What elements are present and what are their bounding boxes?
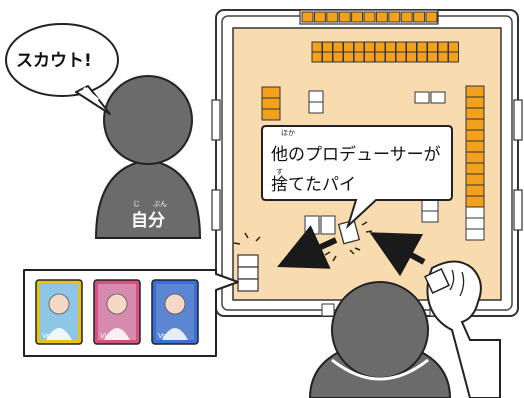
top-wall-tile bbox=[332, 51, 344, 63]
top-wall-tile bbox=[448, 41, 459, 53]
top-rack-tile bbox=[375, 11, 388, 23]
right-wall-tile bbox=[465, 195, 485, 208]
top-wall-tile bbox=[416, 51, 428, 63]
right-wall-tile bbox=[465, 107, 485, 120]
top-rack-tile bbox=[351, 11, 364, 23]
top-wall-tile bbox=[353, 51, 365, 63]
top-rack-tile bbox=[413, 11, 426, 23]
card-panel: Vo Vi Vo bbox=[23, 269, 239, 357]
top-wall-tile bbox=[311, 41, 323, 53]
top-wall-tile bbox=[406, 51, 417, 63]
bottom-player bbox=[308, 281, 452, 398]
top-wall-tile bbox=[364, 51, 375, 63]
top-player-rack bbox=[299, 9, 439, 25]
right-wall-tile bbox=[465, 140, 485, 153]
discard-callout: ほか 他のプロデューサーが す 捨てたパイ bbox=[261, 125, 453, 230]
top-wall-tile bbox=[437, 41, 449, 53]
right-wall-tile bbox=[465, 173, 485, 186]
self-ruby-ji: じ bbox=[133, 200, 140, 208]
card-1: Vo bbox=[35, 279, 83, 345]
right-wall-tile bbox=[465, 96, 485, 109]
card-tag: Vo bbox=[42, 332, 51, 340]
top-wall-tile bbox=[406, 41, 417, 53]
top-wall-tile bbox=[343, 51, 354, 63]
self-label: 自分 bbox=[131, 210, 165, 231]
right-wall-tile bbox=[465, 151, 485, 164]
top-rack-tile bbox=[363, 11, 376, 23]
callout-line1: 他のプロデューサーが bbox=[271, 144, 441, 165]
card-tag: Vi bbox=[100, 332, 107, 340]
top-wall-tile bbox=[353, 41, 365, 53]
top-rack-tile bbox=[301, 11, 314, 23]
top-rack-tile bbox=[338, 11, 351, 23]
card-3: Vo bbox=[151, 279, 199, 345]
callout-ruby-hoka: ほか bbox=[281, 129, 295, 137]
top-wall-tile bbox=[374, 41, 386, 53]
meld-tiles bbox=[233, 232, 261, 292]
card-2: Vi bbox=[93, 279, 141, 345]
player-hand bbox=[424, 260, 501, 398]
hand-arrow bbox=[369, 232, 426, 277]
right-wall-tile bbox=[465, 118, 485, 131]
speech-bubble: スカウト! bbox=[5, 23, 119, 115]
callout-ruby-su: す bbox=[276, 168, 283, 176]
top-wall-tile bbox=[427, 51, 438, 63]
right-wall-tile bbox=[465, 129, 485, 142]
top-rack-tile bbox=[313, 11, 326, 23]
take-arrow bbox=[277, 225, 338, 269]
right-wall-tile bbox=[465, 85, 485, 98]
right-wall-tile bbox=[465, 162, 485, 175]
top-wall-tile bbox=[311, 51, 323, 63]
top-rack-tile bbox=[425, 11, 438, 23]
top-wall-tile bbox=[395, 41, 407, 53]
callout-line2: 捨てたパイ bbox=[271, 175, 356, 195]
self-person: じ ぶん 自分 bbox=[94, 75, 202, 239]
card-tag: Vo bbox=[158, 332, 167, 340]
top-wall-tile bbox=[322, 51, 333, 63]
top-wall-tile bbox=[427, 41, 438, 53]
top-wall-tile bbox=[395, 51, 407, 63]
top-wall-tile bbox=[322, 41, 333, 53]
top-wall-tile bbox=[364, 41, 375, 53]
top-rack-tile bbox=[326, 11, 339, 23]
top-wall-tile bbox=[332, 41, 344, 53]
top-rack-tile bbox=[400, 11, 413, 23]
right-tile-wall bbox=[465, 85, 485, 241]
top-wall-tile bbox=[448, 51, 459, 63]
top-wall-tile bbox=[374, 51, 386, 63]
top-wall-tile bbox=[343, 41, 354, 53]
top-wall-tile bbox=[385, 41, 396, 53]
right-wall-tile bbox=[465, 206, 485, 219]
right-wall-tile bbox=[465, 228, 485, 241]
speech-text: スカウト! bbox=[16, 51, 92, 71]
top-wall-tile bbox=[385, 51, 396, 63]
right-wall-tile bbox=[465, 217, 485, 230]
top-rack-tile bbox=[388, 11, 401, 23]
self-ruby-bun: ぶん bbox=[153, 200, 167, 208]
left-tile-block bbox=[261, 86, 281, 121]
top-tile-wall bbox=[311, 41, 459, 63]
right-wall-tile bbox=[465, 184, 485, 197]
top-wall-tile bbox=[437, 51, 449, 63]
top-wall-tile bbox=[416, 41, 428, 53]
